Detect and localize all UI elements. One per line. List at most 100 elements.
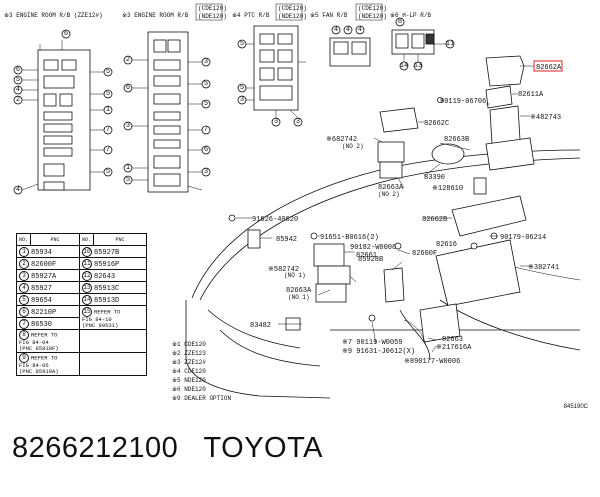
- svg-text:5: 5: [240, 84, 244, 92]
- label-82611A: 82611A: [518, 91, 544, 99]
- svg-text:13: 13: [414, 62, 422, 70]
- col-pnc-header: PNC: [30, 233, 81, 246]
- svg-text:2: 2: [126, 56, 130, 64]
- component-85942: [247, 229, 272, 249]
- svg-text:4: 4: [334, 26, 338, 34]
- label-17616A: ※217616A: [436, 344, 472, 352]
- header-box-ptc: [275, 3, 303, 21]
- svg-text:5: 5: [106, 168, 110, 176]
- svg-text:5: 5: [106, 68, 110, 76]
- label-90119-W0059: ※7 90119-W0059: [342, 339, 402, 347]
- label-128610: ※128610: [432, 185, 463, 193]
- footer-caption: 8266212100 TOYOTA: [12, 432, 323, 465]
- svg-text:5: 5: [240, 40, 244, 48]
- component-82662C: [379, 107, 424, 133]
- svg-text:11: 11: [446, 40, 454, 48]
- bolts: [228, 97, 498, 322]
- label-82662B: 82662B: [422, 216, 447, 224]
- component-83390: [423, 143, 465, 177]
- diagram-code: 845190C: [563, 404, 588, 410]
- header-fan-nde: (NDE120): [358, 13, 387, 20]
- header-engine-room-zze: ※3 ENGINE ROOM R/B (ZZE12#): [4, 12, 103, 19]
- ptc-relay-callouts: 5 5 3 3 3: [237, 39, 303, 127]
- label-82742-no2: ※682742: [326, 136, 357, 144]
- label-82600F: 82600F: [412, 250, 437, 258]
- relay-block-zze: [21, 40, 104, 191]
- legend-item: ※2 ZZE123: [172, 350, 206, 357]
- label-83390: 83390: [424, 174, 445, 182]
- component-82663: [419, 303, 461, 343]
- label-82663A-bottom: 82663A: [286, 287, 312, 295]
- svg-text:6: 6: [204, 146, 208, 154]
- component-82611A: [485, 85, 518, 109]
- label-82616: 82616: [436, 241, 457, 249]
- component-82743: [489, 105, 530, 145]
- col-pnc-header-2: PNC: [93, 233, 148, 246]
- header-engine-room: ※3 ENGINE ROOM R/B: [122, 12, 189, 19]
- label-82743: ※482743: [530, 114, 561, 122]
- svg-text:3: 3: [240, 96, 244, 104]
- svg-text:8: 8: [398, 18, 402, 26]
- svg-text:3: 3: [204, 168, 208, 176]
- svg-text:3: 3: [274, 118, 278, 126]
- label-82661: 82661: [356, 252, 377, 260]
- label-82662A: 82662A: [536, 64, 562, 72]
- svg-text:5: 5: [106, 90, 110, 98]
- svg-text:2: 2: [16, 96, 20, 104]
- relay-block-engine-room: [132, 31, 203, 193]
- label-90119-06706: 90119-06706: [440, 98, 486, 106]
- relay-block-zze-callouts: 6 6 5 4 2 5 5 1 7 7 5 4: [13, 29, 113, 195]
- label-83482: 83482: [250, 322, 271, 330]
- svg-text:7: 7: [106, 126, 110, 134]
- svg-text:7: 7: [106, 146, 110, 154]
- label-82742-no1-note: (NO 1): [284, 272, 306, 279]
- label-85942: 85942: [276, 236, 297, 244]
- svg-text:3: 3: [204, 58, 208, 66]
- component-82661: [313, 243, 354, 267]
- header-engine-room-cde: (CDE120): [198, 5, 227, 12]
- svg-text:6: 6: [16, 66, 20, 74]
- svg-text:3: 3: [126, 122, 130, 130]
- wire-harness: [399, 309, 431, 361]
- label-82662C: 82662C: [424, 120, 449, 128]
- component-82663B: [485, 137, 535, 171]
- table-header-row: NO. PNC NO. PNC: [15, 233, 148, 246]
- label-82663A-top-note: (NO 2): [378, 191, 400, 198]
- svg-text:4: 4: [16, 86, 20, 94]
- parts-diagram: ※3 ENGINE ROOM R/B (ZZE12#) ※3 ENGINE RO…: [4, 3, 581, 399]
- relay-block-engine-room-callouts: 2 6 3 1 5 3 5 5 7 6 3: [123, 55, 211, 185]
- component-82662B: [424, 195, 527, 237]
- component-82741: [435, 239, 532, 307]
- label-82742-no1: ※582742: [268, 266, 299, 274]
- label-82742-no2-note: (NO 2): [342, 143, 364, 150]
- component-85928B: [383, 267, 405, 303]
- svg-text:4: 4: [358, 26, 362, 34]
- legend-item: ※6 NDE120: [172, 386, 206, 393]
- header-fan: ※5 FAN R/B: [310, 12, 348, 19]
- label-90179-06214: 90179-06214: [500, 234, 546, 242]
- col-no-header: NO.: [15, 233, 32, 246]
- header-fan-cde: (CDE120): [358, 5, 387, 12]
- ptc-relay-block: [246, 25, 306, 119]
- footer-part-number: 8266212100: [12, 432, 179, 464]
- header-engine-room-nde: (NDE120): [198, 13, 227, 20]
- legend-item: ※9 DEALER OPTION: [172, 395, 232, 402]
- svg-text:5: 5: [126, 176, 130, 184]
- header-hlp: ※6 H-LP R/B: [390, 12, 431, 19]
- label-90177-W0006: ※890177-W0006: [404, 358, 460, 366]
- component-82616: [470, 242, 478, 250]
- footer-brand: TOYOTA: [203, 432, 324, 464]
- label-85928B: 85928B: [358, 256, 383, 264]
- header-ptc-cde: (CDE120): [278, 5, 307, 12]
- label-82663: 82663: [442, 336, 463, 344]
- svg-text:4: 4: [16, 186, 20, 194]
- svg-text:1: 1: [106, 106, 110, 114]
